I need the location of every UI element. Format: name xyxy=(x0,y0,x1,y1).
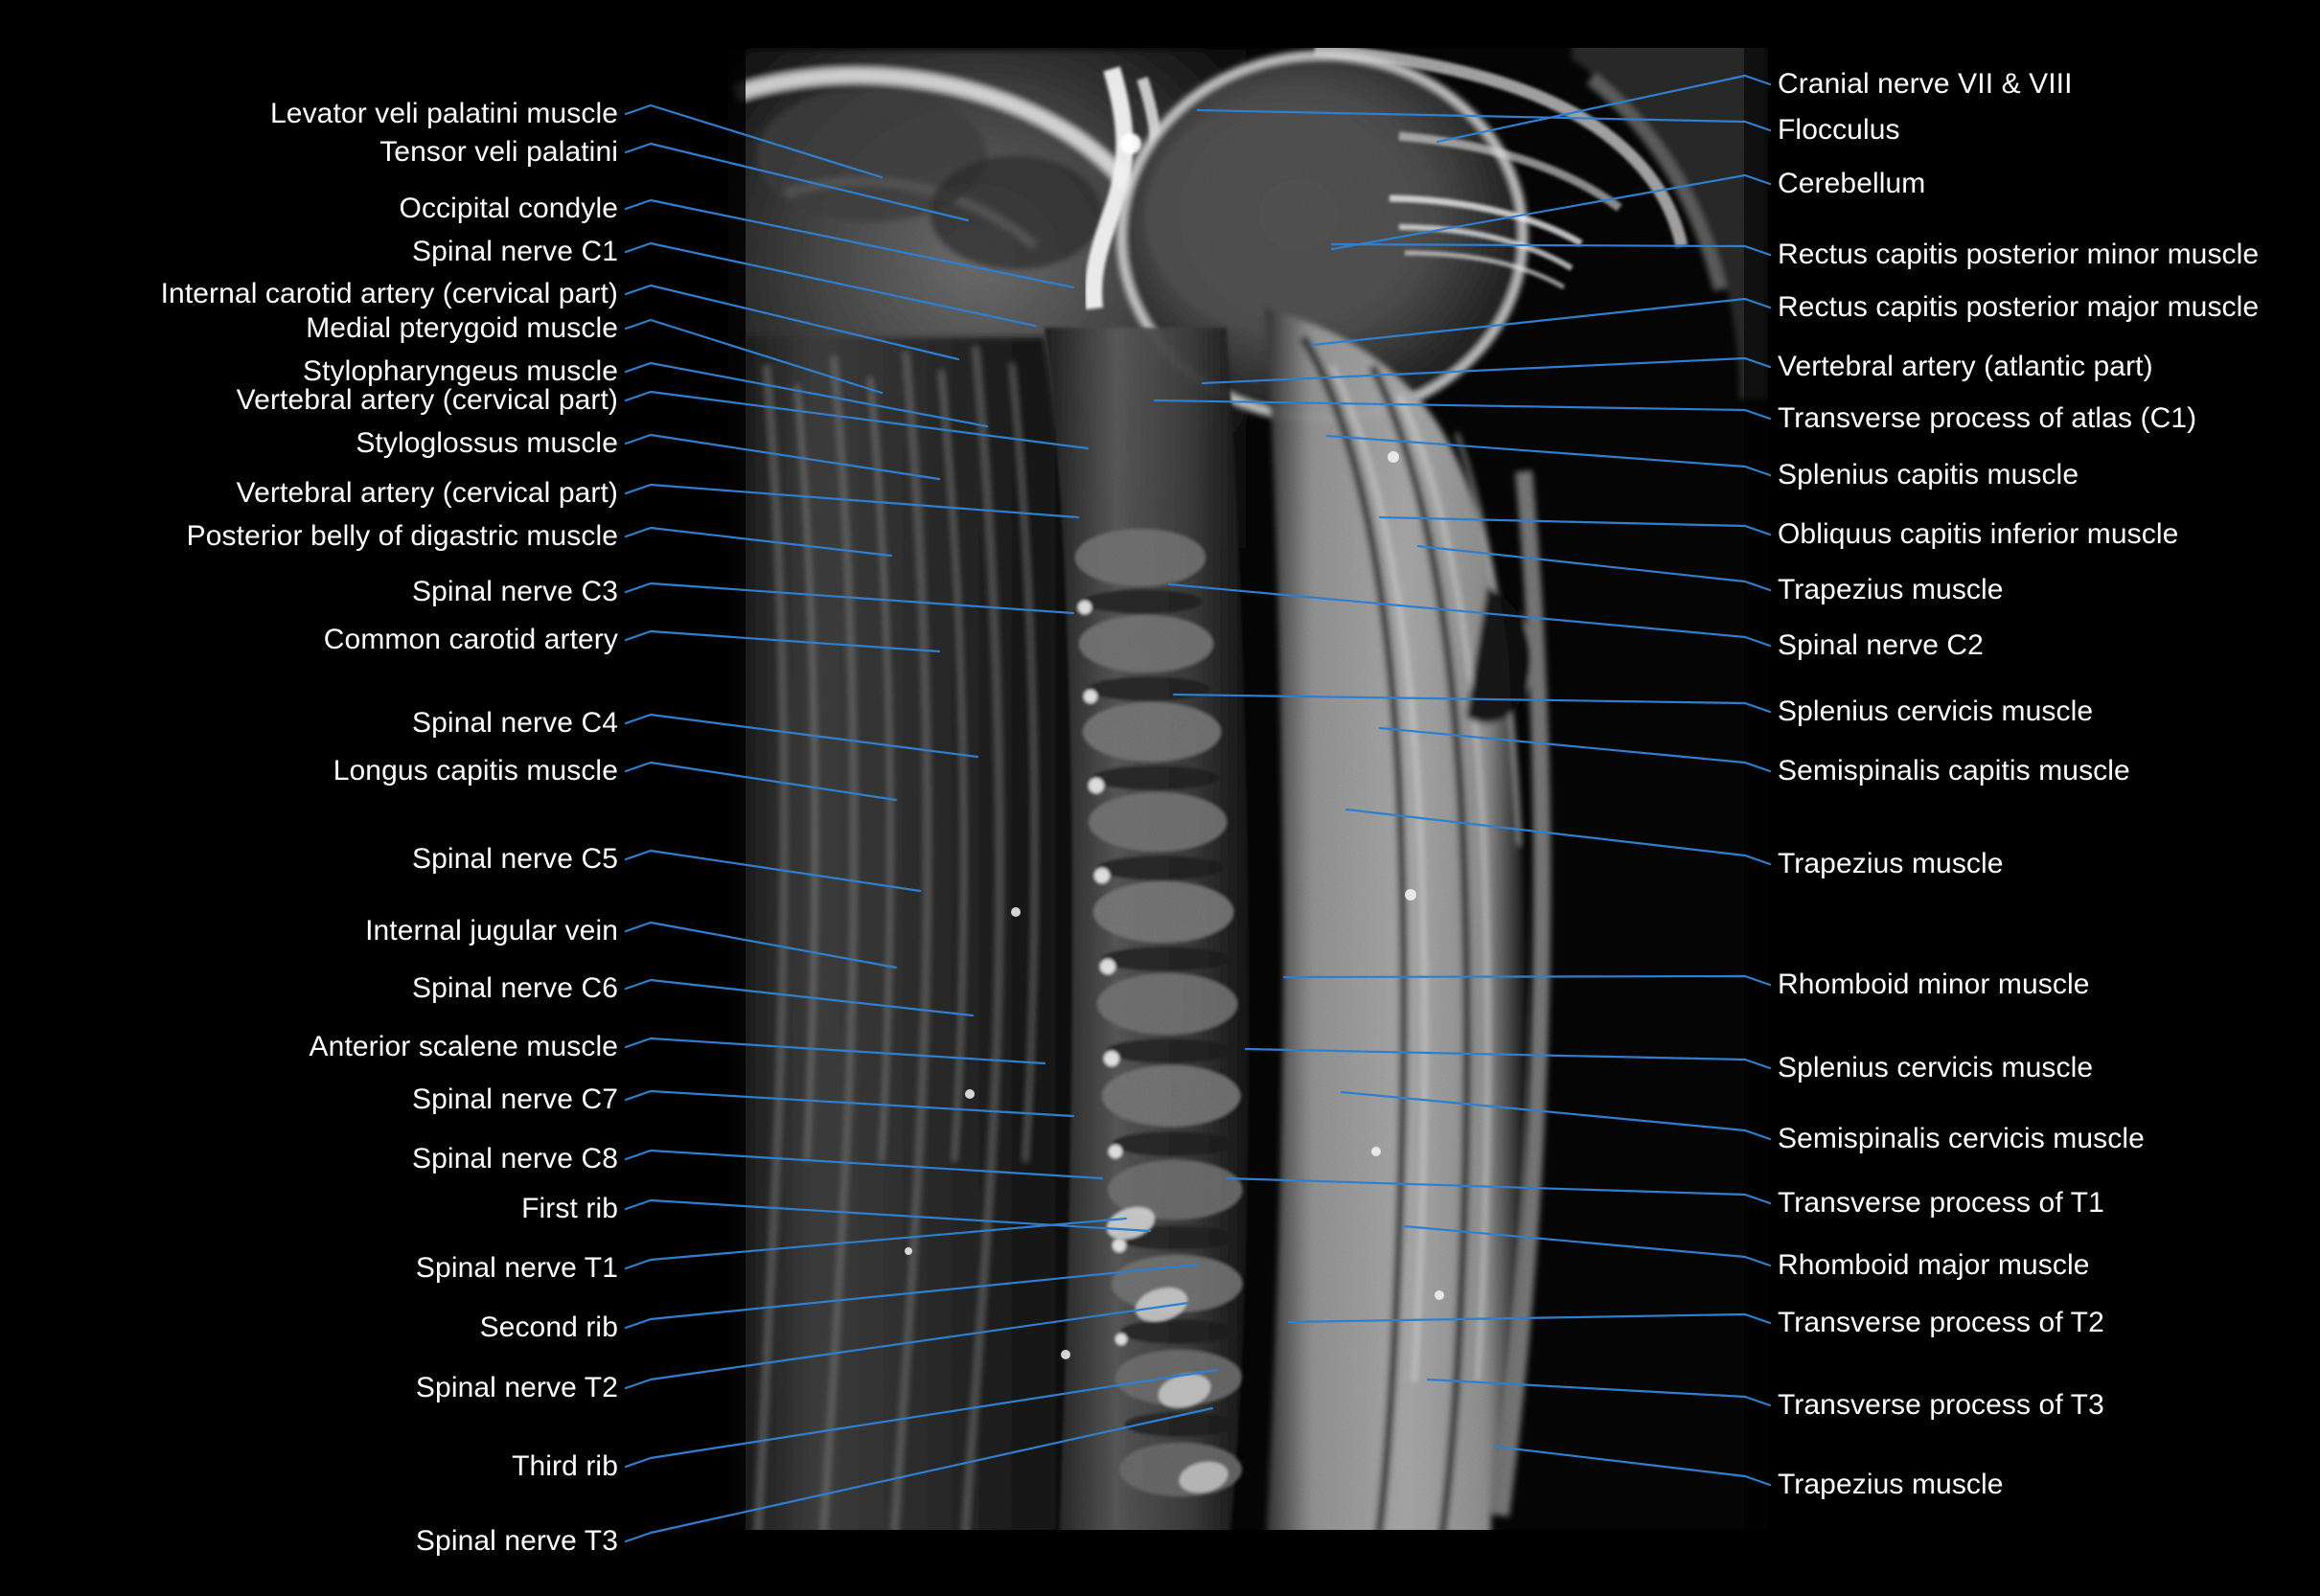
label-styloglossus-muscle: Styloglossus muscle xyxy=(356,427,618,459)
label-trapezius-muscle: Trapezius muscle xyxy=(1778,574,2004,605)
label-anterior-scalene-muscle: Anterior scalene muscle xyxy=(309,1031,618,1062)
label-vertebral-artery-cervical-part: Vertebral artery (cervical part) xyxy=(236,477,618,509)
label-spinal-nerve-c2: Spinal nerve C2 xyxy=(1778,629,1984,661)
label-cranial-nerve-vii-viii: Cranial nerve VII & VIII xyxy=(1778,68,2073,100)
label-spinal-nerve-t2: Spinal nerve T2 xyxy=(415,1372,618,1403)
label-spinal-nerve-c3: Spinal nerve C3 xyxy=(412,576,618,607)
label-common-carotid-artery: Common carotid artery xyxy=(323,624,618,655)
label-third-rib: Third rib xyxy=(512,1450,618,1482)
label-spinal-nerve-c5: Spinal nerve C5 xyxy=(412,843,618,875)
label-cerebellum: Cerebellum xyxy=(1778,168,1926,199)
label-spinal-nerve-t1: Spinal nerve T1 xyxy=(415,1252,618,1284)
label-spinal-nerve-c7: Spinal nerve C7 xyxy=(412,1083,618,1115)
label-transverse-process-of-atlas-c1: Transverse process of atlas (C1) xyxy=(1778,402,2197,434)
label-trapezius-muscle: Trapezius muscle xyxy=(1778,848,2004,879)
mri-image xyxy=(728,21,1768,1554)
label-vertebral-artery-cervical-part: Vertebral artery (cervical part) xyxy=(236,384,618,416)
mri-render xyxy=(728,21,1768,1554)
label-medial-pterygoid-muscle: Medial pterygoid muscle xyxy=(306,312,618,344)
label-obliquus-capitis-inferior-muscle: Obliquus capitis inferior muscle xyxy=(1778,518,2179,550)
label-internal-carotid-artery-cervical-part: Internal carotid artery (cervical part) xyxy=(160,278,618,309)
label-splenius-capitis-muscle: Splenius capitis muscle xyxy=(1778,459,2079,490)
label-splenius-cervicis-muscle: Splenius cervicis muscle xyxy=(1778,695,2094,727)
label-second-rib: Second rib xyxy=(479,1311,618,1343)
label-trapezius-muscle: Trapezius muscle xyxy=(1778,1469,2004,1500)
label-longus-capitis-muscle: Longus capitis muscle xyxy=(333,755,618,787)
label-spinal-nerve-c1: Spinal nerve C1 xyxy=(412,236,618,267)
label-posterior-belly-of-digastric-muscle: Posterior belly of digastric muscle xyxy=(186,520,618,552)
label-rhomboid-minor-muscle: Rhomboid minor muscle xyxy=(1778,969,2090,1000)
label-internal-jugular-vein: Internal jugular vein xyxy=(365,915,618,946)
label-occipital-condyle: Occipital condyle xyxy=(399,193,618,224)
label-stylopharyngeus-muscle: Stylopharyngeus muscle xyxy=(302,355,618,387)
label-semispinalis-capitis-muscle: Semispinalis capitis muscle xyxy=(1778,755,2130,787)
label-flocculus: Flocculus xyxy=(1778,114,1900,146)
label-transverse-process-of-t1: Transverse process of T1 xyxy=(1778,1187,2104,1219)
label-rhomboid-major-muscle: Rhomboid major muscle xyxy=(1778,1249,2090,1281)
label-rectus-capitis-posterior-minor-muscle: Rectus capitis posterior minor muscle xyxy=(1778,239,2260,270)
label-rectus-capitis-posterior-major-muscle: Rectus capitis posterior major muscle xyxy=(1778,291,2260,323)
label-spinal-nerve-t3: Spinal nerve T3 xyxy=(415,1525,618,1557)
label-splenius-cervicis-muscle: Splenius cervicis muscle xyxy=(1778,1052,2094,1083)
label-levator-veli-palatini-muscle: Levator veli palatini muscle xyxy=(270,98,618,129)
label-spinal-nerve-c6: Spinal nerve C6 xyxy=(412,972,618,1004)
label-tensor-veli-palatini: Tensor veli palatini xyxy=(379,136,618,168)
label-first-rib: First rib xyxy=(521,1193,618,1224)
label-transverse-process-of-t3: Transverse process of T3 xyxy=(1778,1389,2104,1421)
label-transverse-process-of-t2: Transverse process of T2 xyxy=(1778,1307,2104,1338)
label-vertebral-artery-atlantic-part: Vertebral artery (atlantic part) xyxy=(1778,351,2153,382)
label-semispinalis-cervicis-muscle: Semispinalis cervicis muscle xyxy=(1778,1123,2145,1154)
label-spinal-nerve-c8: Spinal nerve C8 xyxy=(412,1143,618,1174)
label-spinal-nerve-c4: Spinal nerve C4 xyxy=(412,707,618,739)
